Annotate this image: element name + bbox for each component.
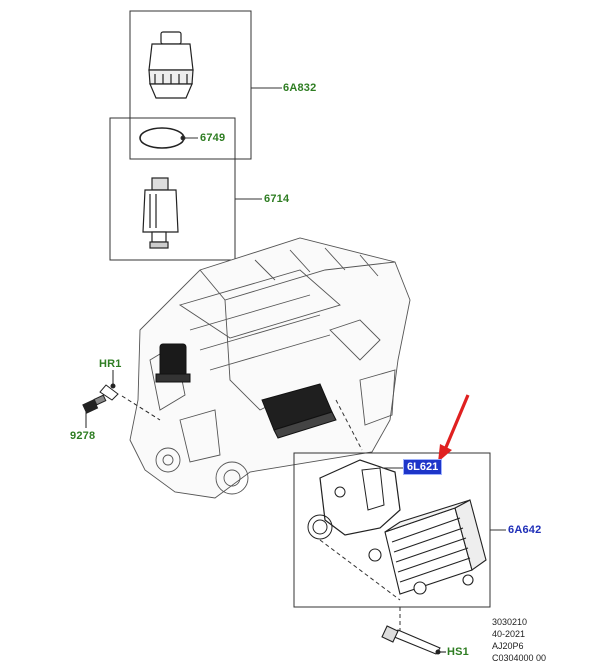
red-pointer-arrow (438, 394, 470, 462)
callout-HS1[interactable]: HS1 (447, 646, 469, 658)
sensor-drawing (82, 394, 107, 414)
reference-code-block: 3030210 40-2021 AJ20P6 C0304000 00 (492, 616, 546, 664)
bolt-group (381, 625, 446, 655)
oil-filter-housing-group (109, 10, 282, 261)
code-line-2: 40-2021 (492, 629, 526, 639)
code-line-3: AJ20P6 (492, 641, 524, 651)
bolt-drawing (391, 629, 441, 655)
callout-6L621-highlighted[interactable]: 6L621 (402, 459, 443, 475)
engine-oil-cooler (261, 383, 337, 439)
oil-filter-housing-drawing (148, 31, 194, 99)
oil-cooler-drawing (368, 499, 487, 595)
housing-frame (129, 10, 252, 160)
gasket-drawing (319, 459, 401, 536)
callout-6714[interactable]: 6714 (264, 193, 290, 205)
code-line-4: C0304000 00 (492, 653, 547, 663)
code-line-1: 3030210 (492, 617, 528, 627)
engine-block-drawing (129, 237, 411, 499)
callout-HR1[interactable]: HR1 (99, 358, 122, 370)
sensor-group (82, 370, 161, 428)
o-ring-drawing (139, 127, 185, 149)
oil-filter-drawing (142, 177, 179, 249)
filter-frame (109, 117, 236, 261)
callout-6749[interactable]: 6749 (200, 132, 226, 144)
callout-9278[interactable]: 9278 (70, 430, 96, 442)
callout-6A832[interactable]: 6A832 (283, 82, 317, 94)
oil-cooler-group (293, 399, 506, 632)
hose-retainer-drawing (99, 384, 119, 401)
engine-filter-housing (155, 343, 191, 383)
callout-6A642[interactable]: 6A642 (508, 524, 542, 536)
